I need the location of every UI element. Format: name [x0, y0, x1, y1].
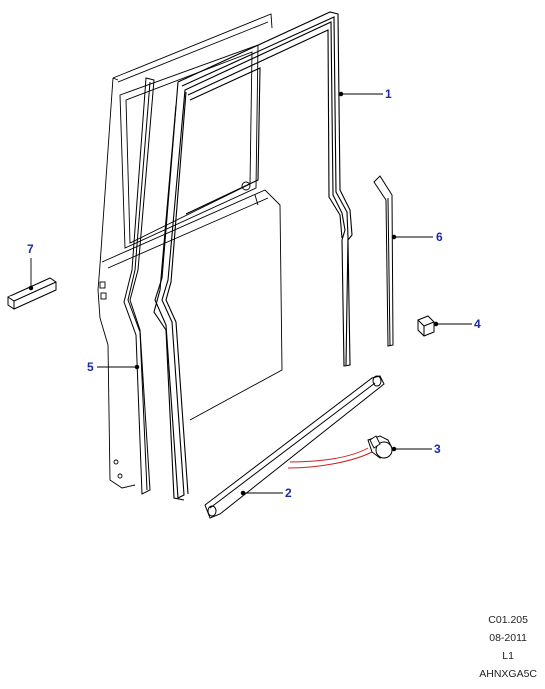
part-1-seal [153, 11, 353, 501]
diagram-date: 08-2011 [489, 632, 527, 644]
part-2-sill [204, 375, 385, 519]
part-4-clip [417, 315, 435, 337]
part-6-strip [373, 175, 394, 347]
diagram-footer: C01.205 08-2011 L1 AHNXGA5C [479, 611, 537, 683]
callout-6[interactable]: 6 [436, 230, 443, 244]
callout-3[interactable]: 3 [434, 442, 441, 456]
part-5-seal [123, 77, 155, 495]
part-3-clip [287, 435, 393, 469]
callout-4[interactable]: 4 [474, 317, 481, 331]
door-panel [97, 13, 283, 489]
diagram-code: C01.205 [488, 614, 528, 626]
diagram-ref: AHNXGA5C [479, 668, 537, 680]
leader-lines [28, 91, 472, 496]
diagram-level: L1 [502, 650, 514, 662]
callout-numbers: 1 2 3 4 5 6 7 [27, 87, 481, 500]
callout-1[interactable]: 1 [385, 87, 392, 101]
part-7-pad [7, 277, 57, 310]
callout-7[interactable]: 7 [27, 242, 34, 256]
callout-2[interactable]: 2 [285, 486, 292, 500]
callout-5[interactable]: 5 [87, 360, 94, 374]
